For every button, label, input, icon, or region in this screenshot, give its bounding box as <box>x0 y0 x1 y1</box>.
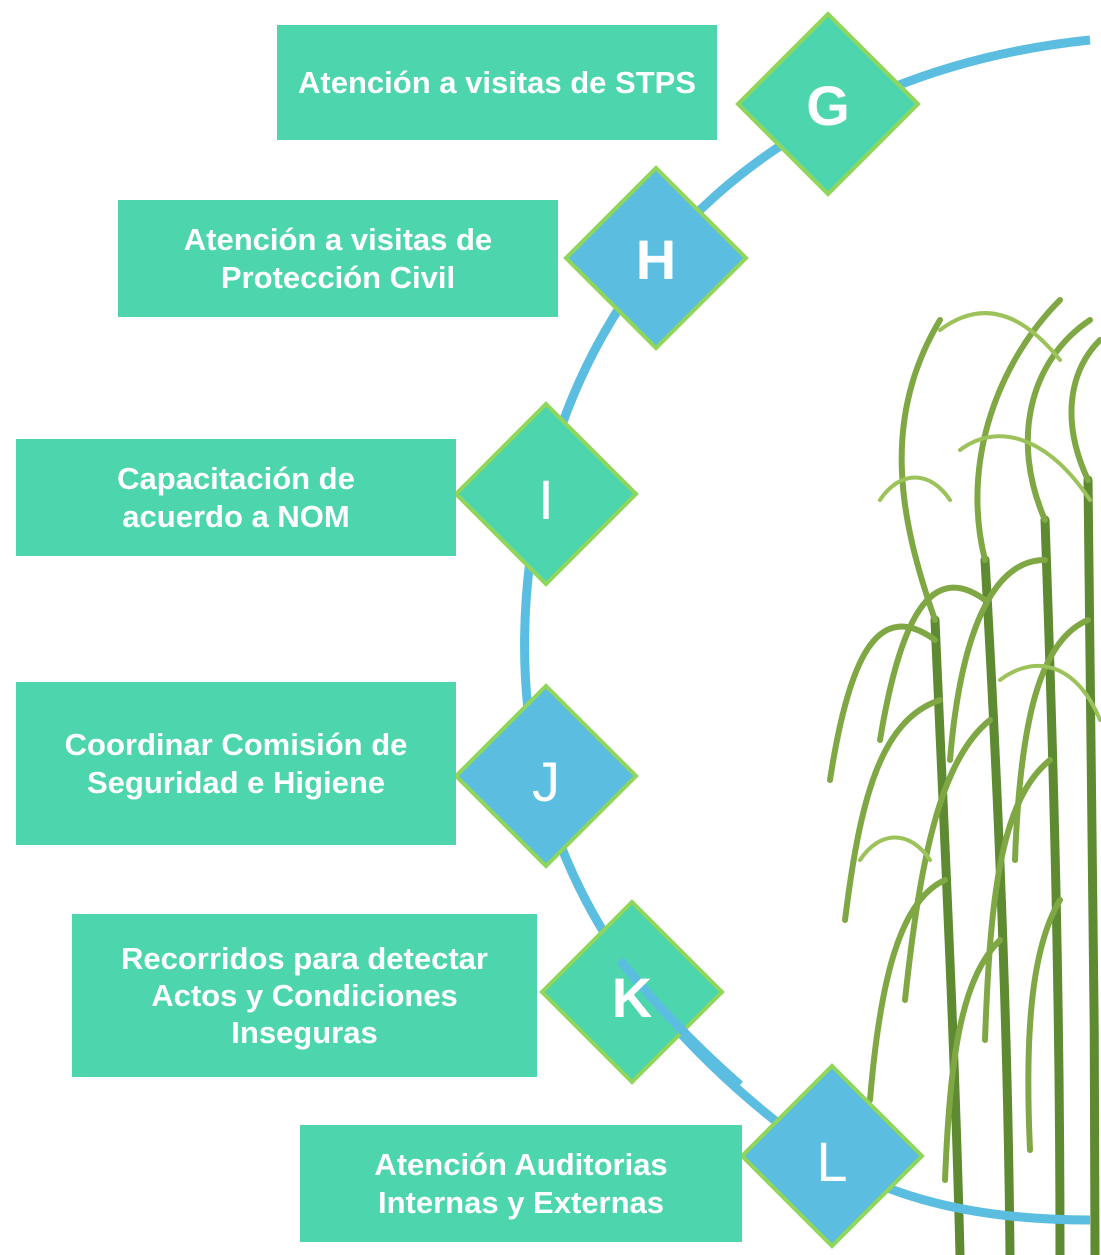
step-label-j: Coordinar Comisión de Seguridad e Higien… <box>64 727 408 800</box>
sugarcane-plant-image <box>827 297 1101 1255</box>
diamond-h <box>563 165 749 351</box>
step-label-k: Recorridos para detectar Actos y Condici… <box>121 940 488 1051</box>
step-letter-l: L <box>816 1129 848 1193</box>
step-label-h: Atención a visitas de Protección Civil <box>183 222 493 295</box>
step-box-g: Atención a visitas de STPS <box>277 25 717 140</box>
diamond-g <box>735 11 921 197</box>
step-letter-g: G <box>806 73 850 137</box>
diamond-j <box>453 683 639 869</box>
step-box-h: Atención a visitas de Protección Civil <box>118 200 558 317</box>
step-label-g: Atención a visitas de STPS <box>298 64 696 100</box>
diamond-l <box>739 1063 925 1249</box>
step-letter-i: I <box>538 467 554 531</box>
step-box-i: Capacitación de acuerdo a NOM <box>16 439 456 556</box>
step-label-l: Atención Auditorias Internas y Externas <box>374 1147 668 1220</box>
step-box-l: Atención Auditorias Internas y Externas <box>300 1125 742 1242</box>
step-letter-j: J <box>532 749 560 813</box>
step-box-j: Coordinar Comisión de Seguridad e Higien… <box>16 682 456 845</box>
step-box-k: Recorridos para detectar Actos y Condici… <box>72 914 537 1077</box>
step-letter-h: H <box>635 227 677 291</box>
diamond-i <box>453 401 639 587</box>
diamond-k <box>539 899 725 1085</box>
step-letter-k: K <box>611 965 653 1029</box>
step-label-i: Capacitación de acuerdo a NOM <box>117 461 355 534</box>
